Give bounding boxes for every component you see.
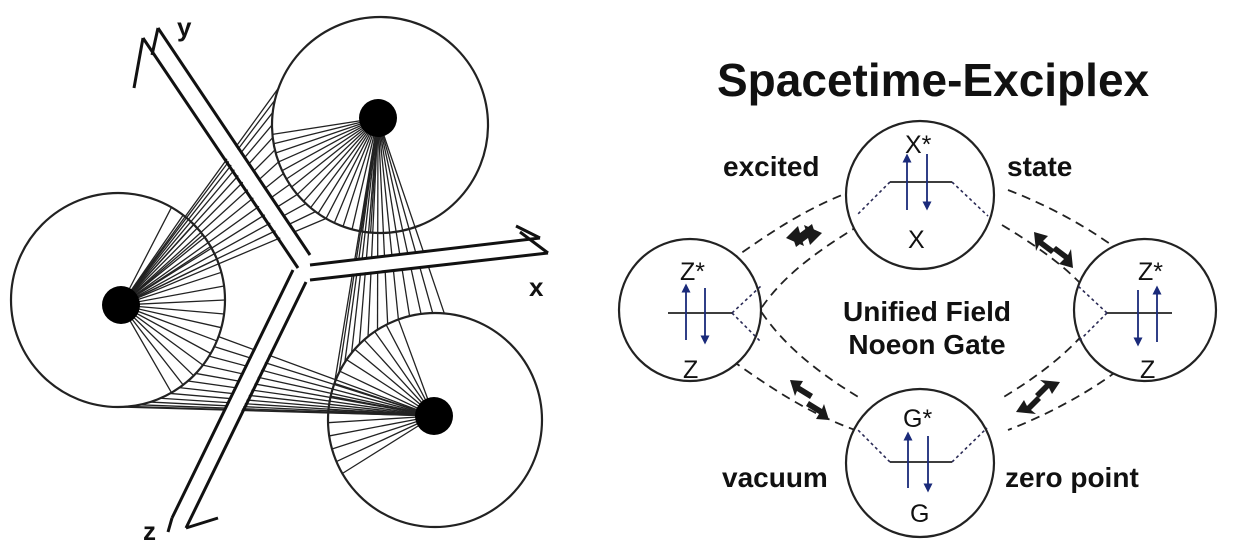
dotted-link-bottom-right: [951, 427, 988, 463]
ray-top-b-11: [377, 117, 434, 314]
arrow-top-right-a: [1034, 232, 1055, 254]
arrow-top-right-b: [1052, 246, 1073, 268]
x-axis-edge-1: [309, 236, 541, 267]
transition-arrows-bottom-left: [790, 380, 829, 420]
dashed-loop-outer: [719, 189, 1141, 431]
diagram-title: Spacetime-Exciplex: [717, 54, 1150, 106]
node-top-upper-label: X*: [905, 131, 932, 159]
ray-top-b-1: [338, 117, 379, 373]
dotted-link-right-up: [1077, 285, 1108, 314]
node-left-circle: [617, 237, 763, 383]
center-label-line2: Noeon Gate: [848, 329, 1005, 360]
dashed-loop-inner: [758, 224, 1104, 399]
node-right-circle: [1072, 237, 1218, 383]
ray-right-b-4: [195, 372, 435, 417]
ray-left-b-12: [120, 87, 280, 306]
right-exciplex-diagram: Spacetime-Exciplex X* X Z* Z: [617, 54, 1218, 539]
ray-right-b-8: [160, 397, 435, 417]
label-excited: excited: [723, 151, 820, 182]
center-label-line1: Unified Field: [843, 296, 1011, 327]
node-right-content: Z* Z: [1077, 258, 1172, 384]
ray-top-2: [351, 117, 379, 230]
ray-top-b-9: [377, 117, 411, 317]
axis-label-x: x: [529, 272, 544, 302]
axis-label-z: z: [143, 516, 156, 544]
ray-top-b-2: [344, 117, 379, 363]
label-state: state: [1007, 151, 1072, 182]
dotted-link-right-down: [1077, 312, 1108, 343]
y-axis-edge-1: [156, 27, 312, 256]
ray-right-b-5: [187, 380, 435, 417]
dotted-link-left-down: [731, 312, 762, 343]
node-left-lower-label: Z: [683, 356, 698, 384]
arrow-top-left-b: [794, 225, 822, 247]
node-bottom-circle: [844, 387, 996, 539]
arrow-bottom-left-a: [790, 380, 813, 399]
transition-arrows-bottom-right: [1016, 380, 1060, 414]
label-zero-point: zero point: [1005, 462, 1139, 493]
node-right-lower-label: Z: [1140, 356, 1155, 384]
ray-top-b-5: [367, 117, 379, 337]
node-bottom-upper-label: G*: [903, 405, 932, 433]
ray-right-b-12: [117, 406, 435, 417]
node-left-upper-label: Z*: [680, 258, 705, 286]
arrow-bottom-right-a: [1016, 396, 1041, 414]
ray-left-b-10: [120, 112, 274, 306]
z-axis-line-a: [173, 271, 307, 524]
y-axis-line-a: [144, 28, 311, 266]
x-axis-end-tick: [515, 224, 549, 255]
dotted-link-top-right: [951, 181, 989, 217]
node-right-upper-label: Z*: [1138, 258, 1163, 286]
label-vacuum: vacuum: [722, 462, 828, 493]
transition-arrows-top-left: [786, 224, 822, 247]
transition-arrows-top-right: [1034, 232, 1073, 268]
ray-top-b-12: [377, 117, 445, 314]
ray-top-b-8: [377, 117, 400, 320]
node-bottom-lower-label: G: [910, 500, 929, 528]
ray-top-b-3: [350, 117, 379, 354]
x-axis-edge-2: [309, 251, 549, 282]
left-spatial-diagram: y x z: [9, 12, 549, 544]
dotted-link-top-left: [856, 181, 891, 216]
node-top-lower-label: X: [908, 226, 925, 254]
node-bottom-content: G* G: [857, 405, 988, 528]
dotted-link-left-up: [731, 285, 762, 314]
ray-top-b-4: [358, 117, 379, 345]
node-top-circle: [844, 119, 996, 271]
dotted-link-bottom-left: [857, 429, 891, 463]
focal-point-left: [102, 286, 140, 324]
axis-label-y: y: [177, 12, 192, 42]
y-axis-edge-2: [141, 37, 300, 269]
ray-left-b-9: [120, 124, 273, 306]
z-axis-end-tick: [166, 516, 219, 533]
rays-left-cylinder: [120, 87, 327, 393]
y-axis-end-tick: [132, 27, 160, 89]
ray-top-b-10: [377, 117, 422, 315]
ray-right-b-7: [170, 392, 435, 417]
arrow-bottom-left-b: [806, 401, 829, 420]
node-top-content: X* X: [856, 131, 989, 254]
axes-frame: [132, 27, 549, 533]
z-axis-edge-2: [184, 281, 308, 529]
rays-top-cylinder: [272, 117, 445, 384]
ray-top-b-7: [377, 117, 389, 325]
z-axis-edge-1: [170, 269, 295, 519]
ray-left-b-11: [120, 99, 276, 306]
node-left-content: Z* Z: [668, 258, 762, 384]
x-axis-line-a: [304, 238, 549, 279]
focal-point-top: [359, 99, 397, 137]
focal-point-right: [415, 397, 453, 435]
arrow-bottom-right-b: [1035, 380, 1060, 398]
ray-right-b-6: [179, 387, 435, 417]
